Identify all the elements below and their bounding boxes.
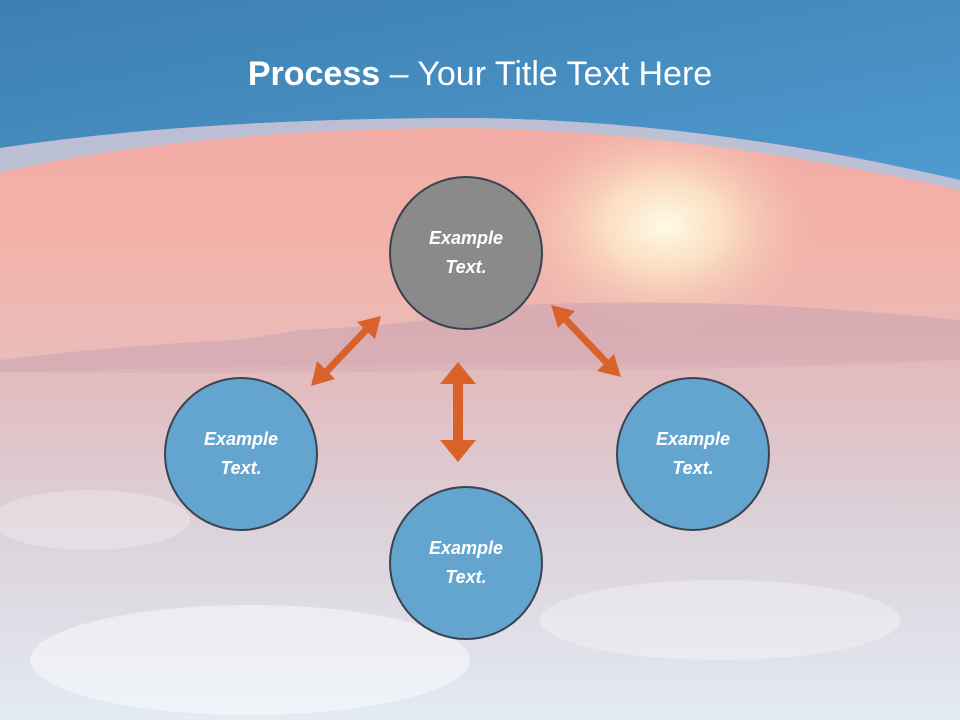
process-node-left: Example Text. xyxy=(164,377,318,531)
title-separator: – xyxy=(380,55,418,93)
node-top-line2: Text. xyxy=(445,257,487,277)
title-rest: Your Title Text Here xyxy=(417,55,713,93)
node-right-line2: Text. xyxy=(672,458,714,478)
process-node-bottom: Example Text. xyxy=(389,486,543,640)
node-right-line1: Example xyxy=(655,429,731,449)
arrow-center-vertical xyxy=(440,362,476,462)
process-node-right: Example Text. xyxy=(616,377,770,531)
node-top-line1: Example xyxy=(428,228,504,248)
arrow-top-right xyxy=(551,305,621,377)
node-bottom-line2: Text. xyxy=(445,567,487,587)
node-left-line1: Example xyxy=(203,429,279,449)
title-bold: Process xyxy=(247,55,381,93)
slide-title: Process – Your Title Text Here xyxy=(0,52,960,96)
process-node-top: Example Text. xyxy=(389,176,543,330)
node-left-line2: Text. xyxy=(220,458,262,478)
node-bottom-line1: Example xyxy=(428,538,504,558)
arrow-top-left xyxy=(311,316,381,386)
